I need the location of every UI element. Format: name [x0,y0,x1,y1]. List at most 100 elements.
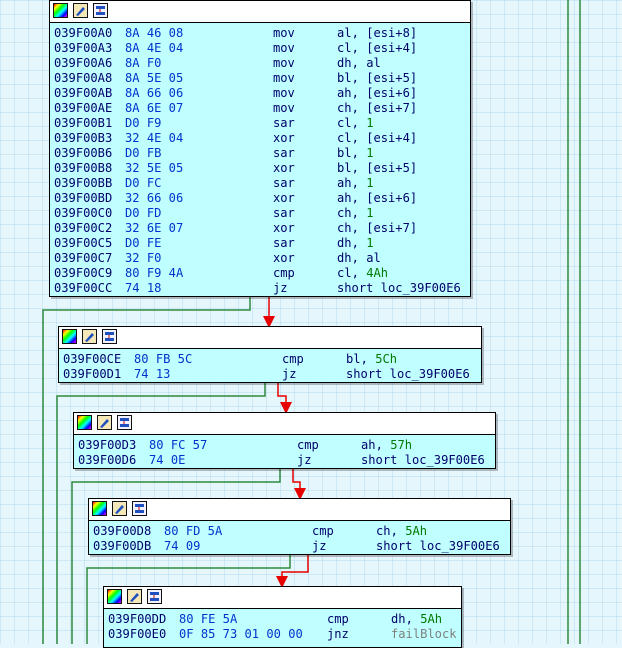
operand-1[interactable]: ch [376,524,391,538]
rename-pencil-icon[interactable] [127,589,142,604]
color-palette-icon[interactable] [92,501,107,516]
operand-2[interactable]: [esi+7] [366,221,418,235]
operand-2[interactable]: [esi+4] [366,41,418,55]
rename-pencil-icon[interactable] [112,501,127,516]
graph-overview-icon[interactable] [132,501,147,516]
operand-1[interactable]: cl [337,266,352,280]
rename-pencil-icon[interactable] [82,329,97,344]
operand-2[interactable]: [esi+5] [366,161,418,175]
operand-1[interactable]: ch [337,101,352,115]
instruction-address: 039F00AB [54,86,113,100]
operand-2[interactable]: 5Ah [420,612,443,626]
operand-1[interactable]: cl [337,116,352,130]
operand-2[interactable]: al [366,56,381,70]
operand-1[interactable]: cl [337,41,352,55]
operand-2[interactable]: 4Ah [366,266,389,280]
instruction-bytes: D0 F9 [125,116,162,130]
color-palette-icon[interactable] [77,415,92,430]
operand-2[interactable]: 1 [366,116,374,130]
operand-1[interactable]: ah [361,438,376,452]
graph-overview-icon[interactable] [117,415,132,430]
operand-2[interactable]: 5Ch [375,352,398,366]
operand-1[interactable]: dh [337,56,352,70]
operand-2[interactable]: 1 [366,146,374,160]
instruction-mnemonic: cmp [312,524,334,538]
operand-1[interactable]: ch [337,221,352,235]
color-palette-icon[interactable] [62,329,77,344]
operand-1[interactable]: bl [346,352,361,366]
operand-2[interactable]: [esi+5] [366,71,418,85]
rename-pencil-icon[interactable] [97,415,112,430]
operand-2[interactable]: [esi+6] [366,86,418,100]
operand-1[interactable]: ah [337,176,352,190]
operand-1[interactable]: dh [337,251,352,265]
operand-2[interactable]: [esi+6] [366,191,418,205]
color-palette-icon[interactable] [53,3,68,18]
operand-1[interactable]: bl [337,71,352,85]
operand-1[interactable]: ch [337,206,352,220]
color-palette-icon[interactable] [107,589,122,604]
operand-1[interactable]: al [337,26,352,40]
operand-1[interactable]: cl [337,131,352,145]
operand-2[interactable]: al [366,251,381,265]
operand-2[interactable]: [esi+8] [366,26,418,40]
rename-pencil-icon[interactable] [73,3,88,18]
jump-target-label[interactable]: failBlock [391,627,457,641]
jump-target-label[interactable]: short loc_39F00E6 [361,453,485,467]
operand-1[interactable]: bl [337,146,352,160]
jump-target-label[interactable]: short loc_39F00E6 [376,539,500,553]
operand-2[interactable]: 57h [390,438,413,452]
graph-overview-icon[interactable] [147,589,162,604]
operand-separator: , [351,56,359,70]
operand-2[interactable]: [esi+7] [366,101,418,115]
operand-1[interactable]: ah [337,86,352,100]
operand-2[interactable]: 1 [366,206,374,220]
graph-overview-icon[interactable] [93,3,108,18]
operand-1[interactable]: ah [337,191,352,205]
operand-1[interactable]: bl [337,161,352,175]
operand-2[interactable]: 1 [366,236,374,250]
operand-separator: , [360,352,368,366]
jump-target-label[interactable]: short loc_39F00E6 [346,367,470,381]
operand-1[interactable]: dh [391,612,406,626]
operand-1[interactable]: dh [337,236,352,250]
jump-target-label[interactable]: short loc_39F00E6 [337,281,461,295]
operand-2[interactable]: [esi+4] [366,131,418,145]
operand-2[interactable]: 1 [366,176,374,190]
operand-2[interactable]: 5Ah [405,524,428,538]
graph-overview-icon[interactable] [102,329,117,344]
